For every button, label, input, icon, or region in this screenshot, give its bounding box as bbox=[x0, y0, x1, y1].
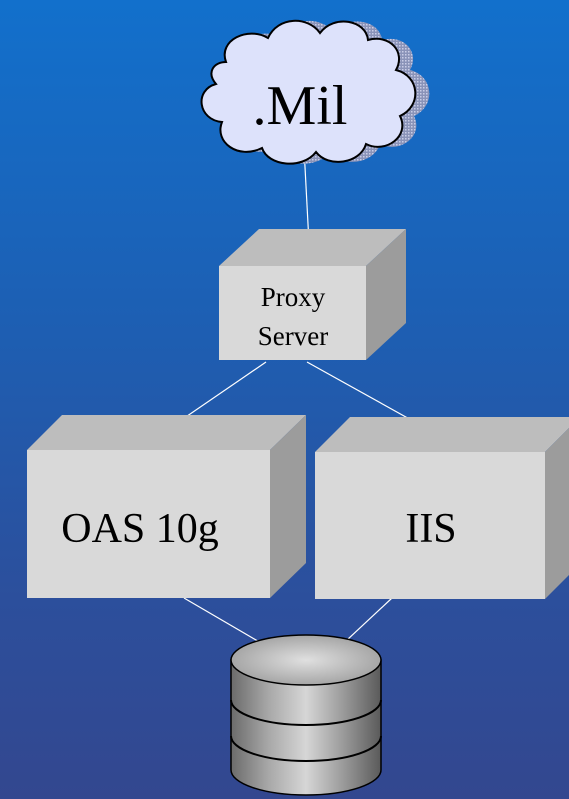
oas-box-top bbox=[27, 415, 306, 450]
oas-label: OAS 10g bbox=[61, 506, 219, 552]
oas-server-box: OAS 10g bbox=[27, 415, 306, 598]
proxy-label-line2: Server bbox=[258, 321, 328, 351]
database-top bbox=[230, 634, 382, 686]
iis-label: IIS bbox=[405, 506, 456, 552]
database-icon bbox=[230, 634, 382, 796]
iis-server-box: IIS bbox=[315, 417, 569, 599]
database-body bbox=[230, 659, 382, 796]
proxy-label-line1: Proxy bbox=[261, 282, 326, 312]
cloud-network: .Mil bbox=[200, 19, 430, 165]
cloud-label: .Mil bbox=[253, 75, 348, 137]
oas-box-front bbox=[27, 450, 270, 598]
proxy-box-front bbox=[219, 266, 366, 360]
cloud-proxy-connector bbox=[303, 147, 310, 244]
database-band-2 bbox=[230, 735, 382, 762]
proxy-box-side bbox=[366, 229, 406, 360]
database-band-1 bbox=[230, 699, 382, 726]
iis-box-side bbox=[545, 428, 569, 599]
proxy-box-top bbox=[219, 229, 406, 266]
proxy-server-box: Proxy Server bbox=[219, 229, 406, 360]
cloud-shape bbox=[200, 19, 417, 165]
iis-box-front bbox=[315, 452, 545, 599]
oas-box-side bbox=[270, 415, 306, 598]
iis-box-top bbox=[315, 417, 569, 452]
